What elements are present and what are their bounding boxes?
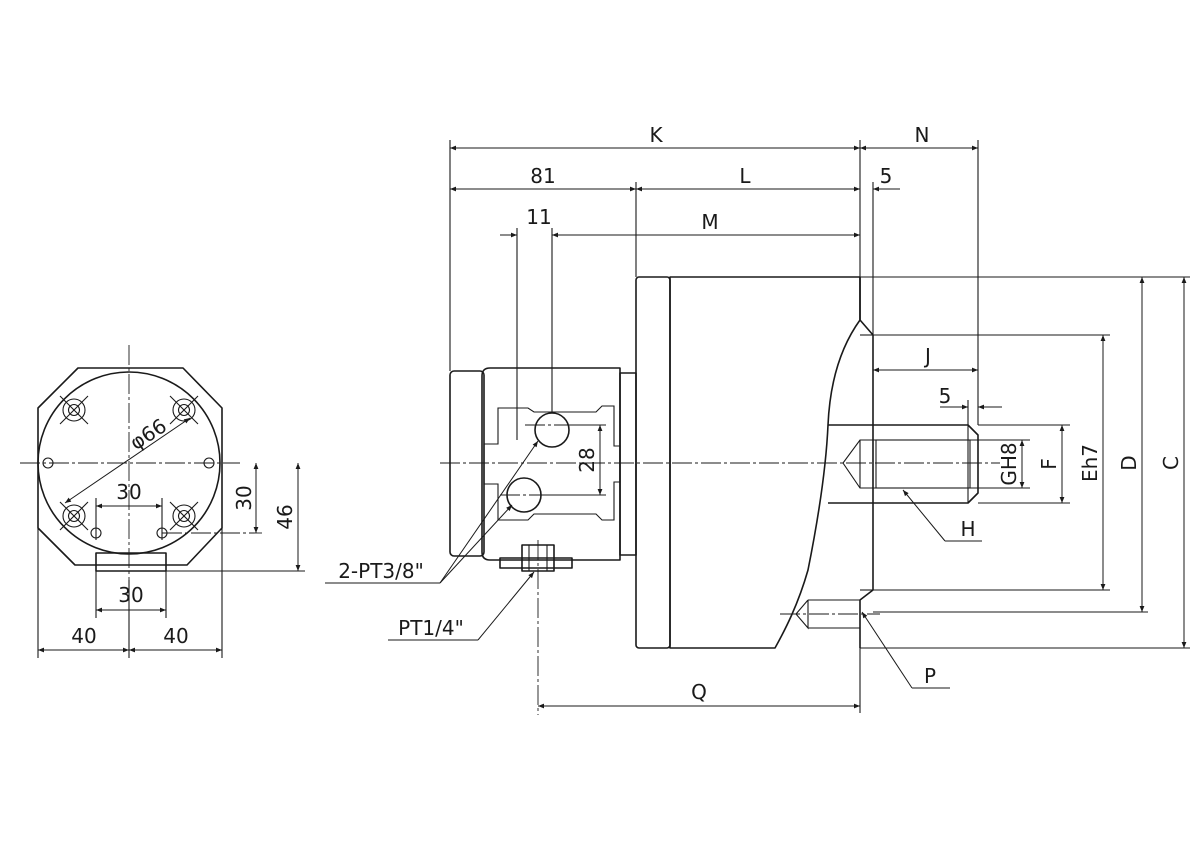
dim-f-label: F: [1037, 458, 1061, 470]
rear-cap: [449, 370, 485, 557]
bolt-hole-top-right: [169, 395, 199, 425]
dim-n-label: N: [915, 123, 930, 147]
front-view-port-boss: [95, 552, 167, 572]
bolt-hole-top-left: [59, 395, 89, 425]
label-p: P: [924, 664, 936, 688]
dim-40-left-label: 40: [71, 624, 96, 648]
mounting-flange-plate: [859, 277, 874, 648]
dim-gh8-label: GH8: [997, 442, 1021, 485]
motor-flange: [635, 276, 671, 649]
port-upper: [534, 412, 570, 448]
leader-pt38-upper: [439, 440, 539, 584]
label-pt14: PT1/4": [398, 616, 464, 640]
bolt-hole-bottom-left: [59, 501, 89, 531]
dim-30-foot-label: 30: [118, 583, 143, 607]
side-view-dimensions: K N 81 L 5 11 M J 5 28: [325, 123, 1190, 713]
bolt-hole-bottom-right: [169, 501, 199, 531]
dim-40-right-label: 40: [163, 624, 188, 648]
front-view: φ66 30 30 46 30 40 40: [20, 345, 305, 658]
dim-m-label: M: [701, 210, 718, 234]
dim-5-shaft-label: 5: [939, 384, 952, 408]
motor-body-break: [669, 276, 861, 649]
diameter-label: φ66: [125, 414, 170, 455]
dim-81-label: 81: [530, 164, 555, 188]
dim-11-label: 11: [526, 205, 551, 229]
dim-28-label: 28: [575, 447, 599, 472]
dim-d-label: D: [1117, 455, 1141, 470]
dim-c-label: C: [1159, 456, 1183, 470]
locating-pin-right: [203, 457, 215, 469]
port-face-outline: [483, 405, 621, 521]
locating-pin-left: [42, 457, 54, 469]
dim-46-label: 46: [273, 504, 297, 529]
leader-pt14: [477, 571, 535, 641]
drain-boss-base: [499, 557, 573, 569]
label-pt38: 2-PT3/8": [338, 559, 424, 583]
dim-q-label: Q: [691, 680, 707, 704]
dim-30-horizontal-label: 30: [116, 480, 141, 504]
tapped-hole-p: [795, 599, 860, 630]
dim-eh7-label: Eh7: [1078, 444, 1102, 482]
dim-l-label: L: [739, 164, 751, 188]
shaft-thread-hole: [875, 439, 971, 489]
pump-flange-ring: [619, 372, 637, 556]
front-view-body-outline: [37, 367, 223, 566]
leader-h: [902, 489, 946, 542]
leader-pt38-lower: [439, 504, 513, 584]
side-view: [440, 276, 1000, 715]
leader-p: [861, 611, 913, 689]
dim-30-vertical-label: 30: [232, 485, 256, 510]
dim-k-label: K: [649, 123, 663, 147]
dim-5-top-label: 5: [880, 164, 893, 188]
label-h: H: [960, 517, 975, 541]
pump-body: [481, 367, 621, 561]
dim-j-label: J: [923, 344, 931, 368]
diameter-dimension-line: [64, 417, 191, 504]
output-shaft: [828, 424, 979, 504]
